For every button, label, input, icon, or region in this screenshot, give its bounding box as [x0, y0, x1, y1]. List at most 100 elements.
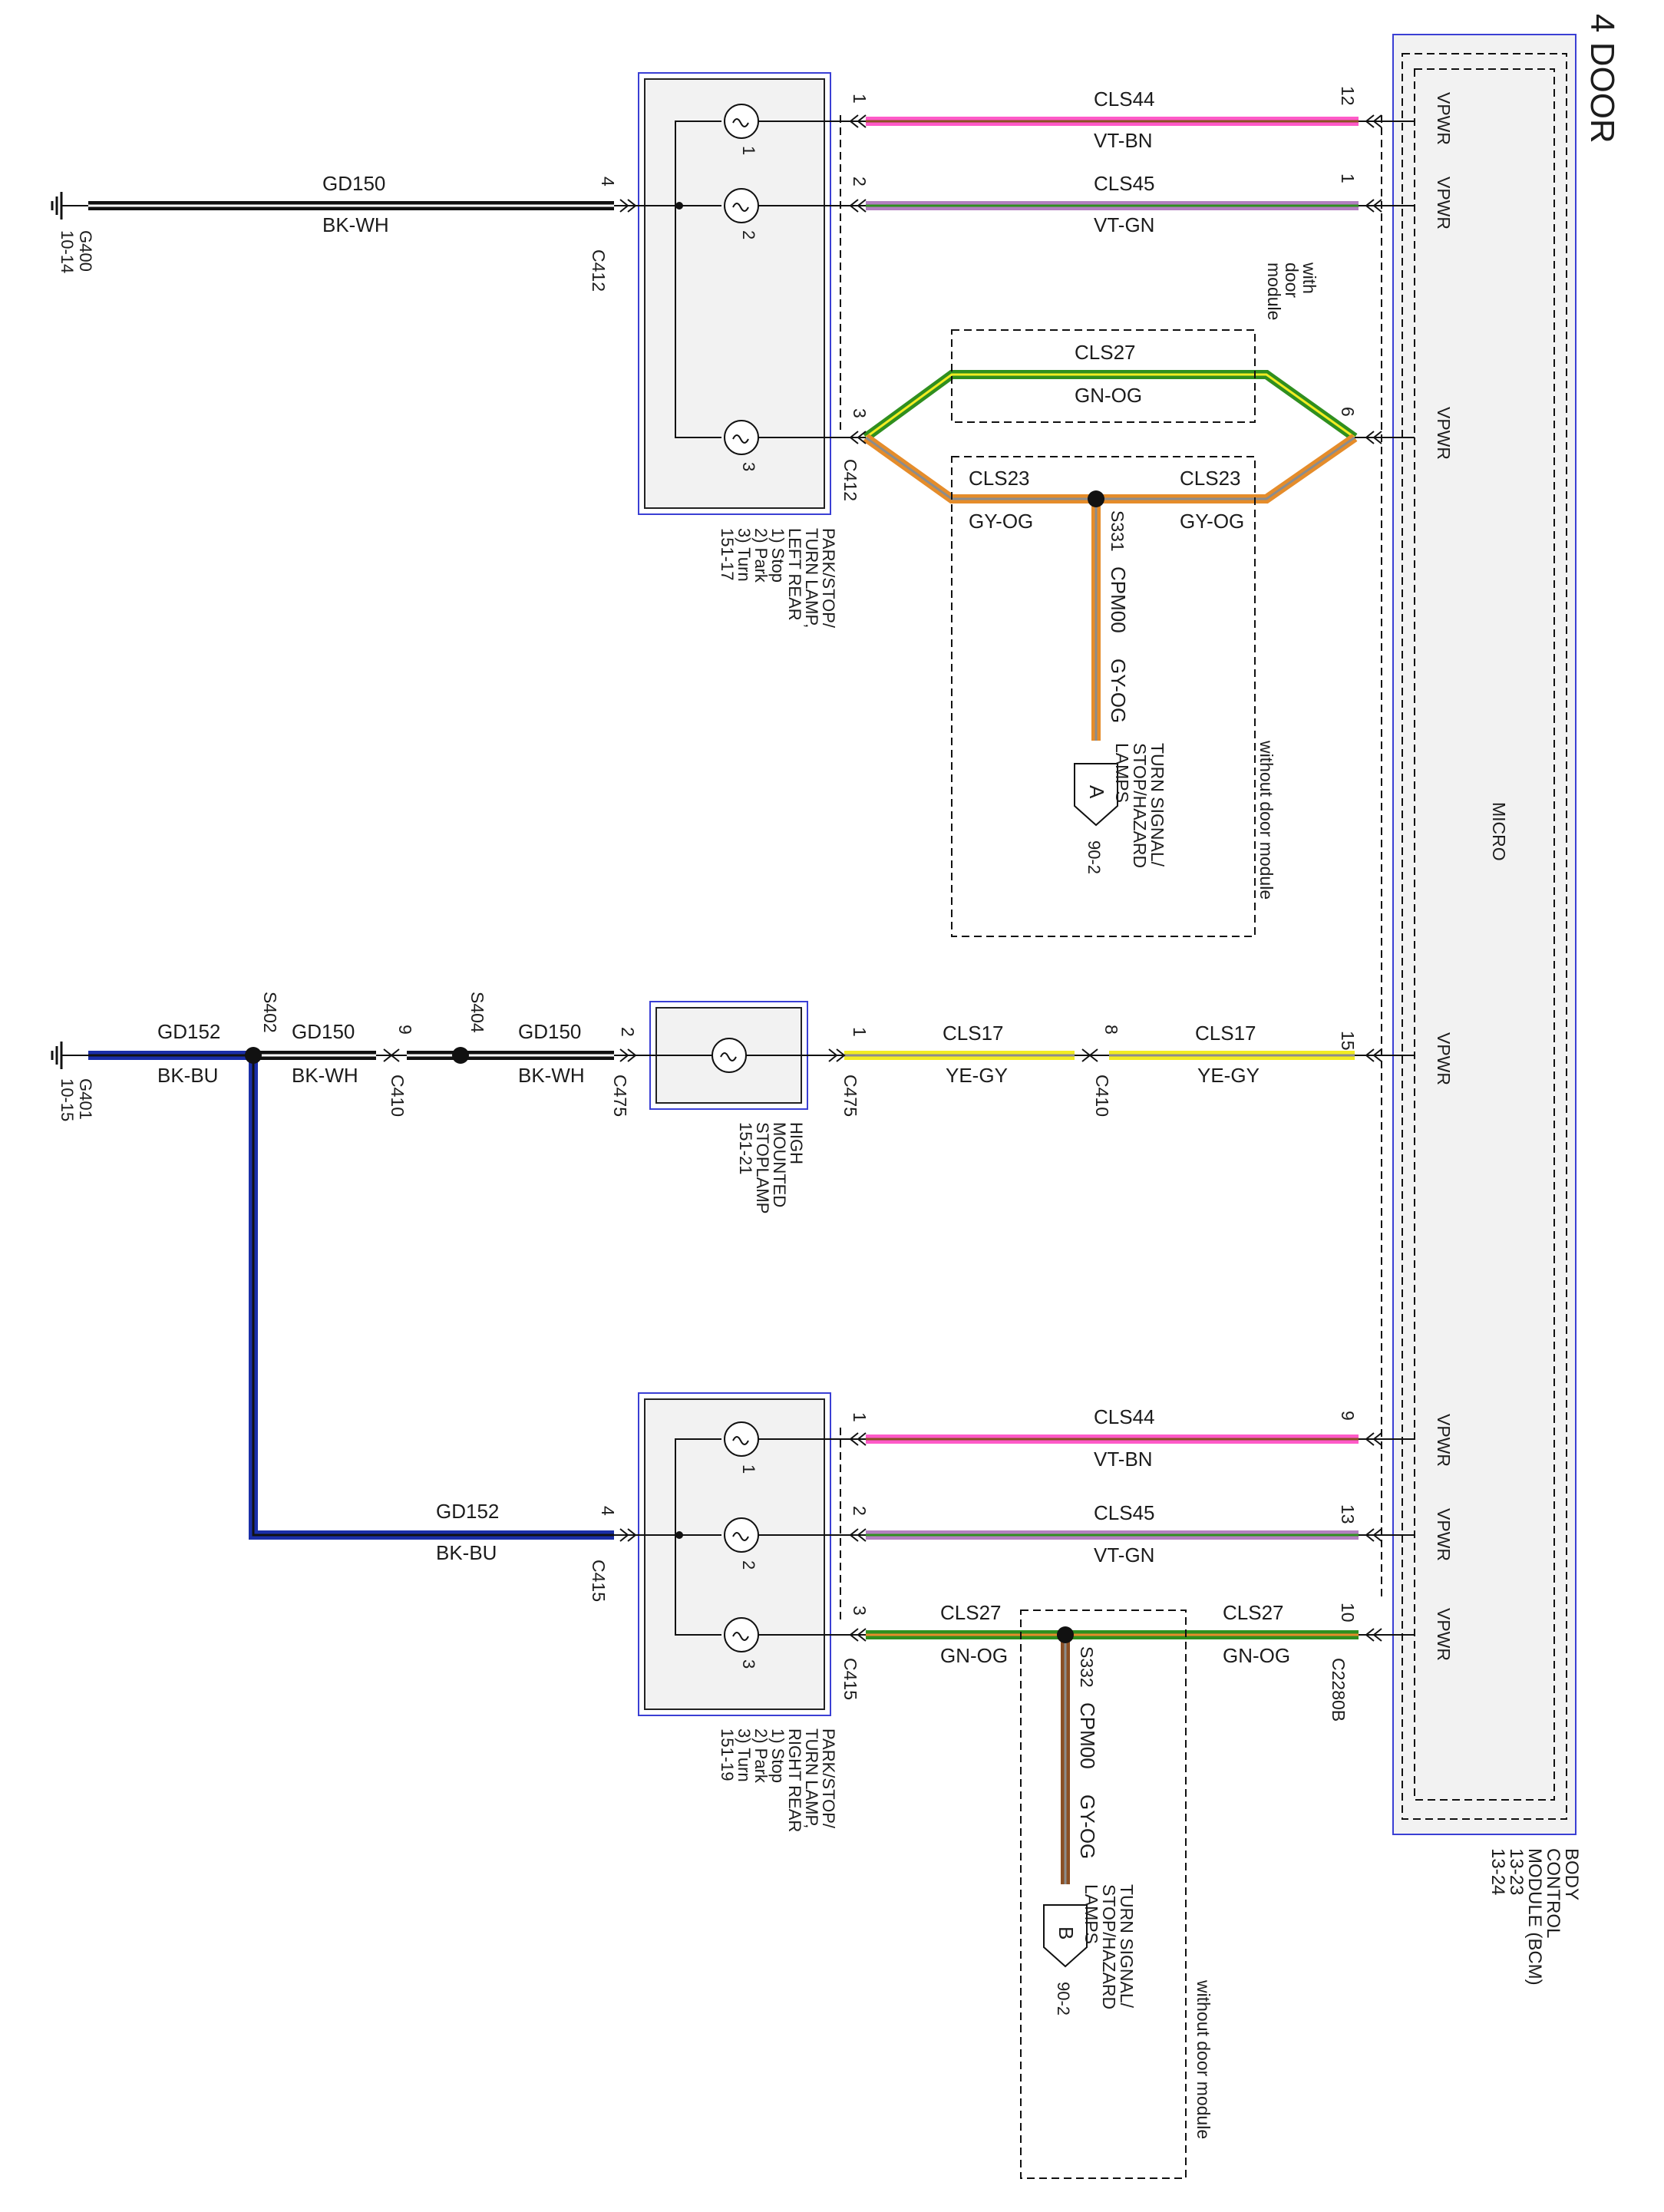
- component-label-line: PARK/STOP/: [819, 528, 838, 629]
- wire-cls27-with-door-module: CLS27 GN-OG: [863, 341, 1358, 441]
- splice-s332: [1057, 1626, 1074, 1643]
- inline-connector-pin: 9: [395, 1025, 415, 1035]
- option-box-without-door-module: [951, 456, 1256, 937]
- component-label-line: TURN LAMP,: [802, 1728, 821, 1828]
- reference-label-line: LAMPS: [1081, 1884, 1101, 1944]
- wire-cls44-left: CLS44 VT-BN: [844, 87, 1415, 152]
- bulb-icon: [724, 1421, 759, 1457]
- bulb-icon: [724, 420, 759, 455]
- bcm-pin-number: 12: [1338, 86, 1358, 106]
- reference-arrow-a: A 90-2 TURN SIGNAL/ STOP/HAZARD LAMPS: [1074, 743, 1167, 874]
- bcm-vpwr-label: VPWR: [1434, 1414, 1454, 1467]
- bcm-pin-number: 1: [1338, 173, 1358, 183]
- high-mounted-stoplamp: HIGH MOUNTED STOPLAMP 151-21 1 2 C475 C4…: [610, 1001, 870, 1213]
- splice-label: S402: [260, 992, 280, 1033]
- wire-color-code: BK-BU: [157, 1064, 218, 1087]
- wire-color-code: GY-OG: [1107, 659, 1130, 723]
- circuit-number: CLS44: [1094, 87, 1155, 111]
- bcm-pin-number: 15: [1338, 1031, 1358, 1051]
- bcm-connector-label: C2280B: [1329, 1658, 1349, 1722]
- bulb-icon: [724, 188, 759, 223]
- ground-reference: 10-14: [58, 230, 77, 273]
- circuit-number: GD152: [157, 1020, 220, 1043]
- bcm-module: MICRO BODY CONTROL MODULE (BCM) 13-23 13…: [1329, 34, 1582, 1986]
- wire-cls45-left: CLS45 VT-GN: [844, 172, 1415, 236]
- connector-pin: 2: [850, 177, 870, 187]
- bcm-name-line-2: CONTROL: [1543, 1848, 1563, 1938]
- reference-page: 90-2: [1054, 1982, 1073, 2016]
- bulb-number: 1: [739, 146, 758, 155]
- bcm-pin-number: 9: [1338, 1411, 1358, 1421]
- bcm-name-line-4: 13-23: [1506, 1848, 1527, 1895]
- circuit-number: CLS17: [1195, 1022, 1256, 1045]
- wire-cls44-right: CLS44 VT-BN: [844, 1405, 1415, 1471]
- bcm-vpwr-label: VPWR: [1434, 1608, 1454, 1661]
- bulb-icon: [724, 104, 759, 139]
- component-label-line: 151-21: [736, 1122, 755, 1175]
- left-rear-lamp: 1 2 3 PARK/STOP/ TURN LAMP, LEFT REAR 1)…: [589, 72, 870, 629]
- ground-name: G400: [76, 230, 95, 272]
- circuit-number: CLS23: [1180, 467, 1241, 490]
- reference-label-line: LAMPS: [1112, 743, 1132, 803]
- left-rear-lamp-label: PARK/STOP/ TURN LAMP, LEFT REAR 1) Stop …: [718, 528, 838, 629]
- connector-arrows: [383, 114, 1382, 1642]
- circuit-number: CLS17: [943, 1022, 1004, 1045]
- splice-label: S332: [1077, 1646, 1097, 1688]
- with-door-module-label: with door module: [1264, 262, 1319, 320]
- component-label-line: 3) Turn: [735, 528, 754, 582]
- component-label-line: RIGHT REAR: [785, 1728, 804, 1832]
- inline-connector-label: C410: [1092, 1075, 1112, 1117]
- wire-gd150-upper: GD150 BK-WH: [88, 172, 675, 236]
- circuit-number: CLS27: [940, 1601, 1002, 1624]
- wire-gd152: GD152 BK-BU GD152 BK-BU: [88, 1020, 675, 1564]
- splice-s331: [1088, 490, 1104, 507]
- wire-cls27-right: CLS27 GN-OG CLS27 GN-OG: [844, 1601, 1415, 1667]
- circuit-number: CPM00: [1076, 1702, 1099, 1769]
- wire-gd150-lower: GD150 BK-WH GD150 BK-WH 9 C410: [253, 1020, 614, 1117]
- reference-label-line: TURN SIGNAL/: [1147, 743, 1167, 867]
- reference-label-line: STOP/HAZARD: [1099, 1884, 1119, 2009]
- component-label-line: 2) Park: [751, 1728, 771, 1784]
- reference-letter: B: [1055, 1926, 1078, 1940]
- wire-cls23-without-door-module: CLS23 GY-OG CLS23 GY-OG: [863, 434, 1358, 533]
- circuit-number: CPM00: [1107, 566, 1130, 633]
- bulb-number: 3: [739, 1659, 758, 1669]
- connector-label: C415: [840, 1658, 860, 1700]
- wire-cpm00-branch-b: S332 CPM00 GY-OG: [1061, 1635, 1099, 1884]
- bulb-number: 2: [739, 1560, 758, 1570]
- connector-pin: 3: [850, 1606, 870, 1616]
- bcm-micro-label: MICRO: [1489, 802, 1509, 861]
- without-door-module-label: without door module: [1256, 740, 1276, 900]
- reference-arrow-b: B 90-2 TURN SIGNAL/ STOP/HAZARD LAMPS: [1043, 1884, 1137, 2016]
- wire-color-code: BK-WH: [322, 213, 389, 236]
- right-rear-lamp: 1 2 3 PARK/STOP/ TURN LAMP, RIGHT REAR 1…: [589, 1392, 870, 1832]
- connector-label: C475: [610, 1075, 630, 1117]
- bcm-pin-number: 10: [1338, 1603, 1358, 1623]
- wire-color-code: YE-GY: [946, 1064, 1008, 1087]
- connector-pin: 3: [850, 408, 870, 418]
- component-label-line: 3) Turn: [735, 1728, 754, 1782]
- ground-name: G401: [76, 1078, 95, 1120]
- bcm-name-line-5: 13-24: [1487, 1848, 1508, 1895]
- bcm-pin-number: 6: [1338, 407, 1358, 417]
- reference-label-line: STOP/HAZARD: [1130, 743, 1150, 868]
- splice-label: S404: [467, 992, 487, 1033]
- circuit-number: CLS45: [1094, 1501, 1155, 1524]
- bulb-icon: [724, 1617, 759, 1652]
- wire-color-code: BK-BU: [436, 1541, 497, 1564]
- bulb-icon: [711, 1038, 747, 1073]
- wire-color-code: GN-OG: [940, 1644, 1008, 1667]
- component-label-line: HIGH: [787, 1122, 806, 1164]
- option-label-line: door: [1282, 262, 1302, 298]
- component-label-line: LEFT REAR: [785, 528, 804, 621]
- high-mounted-stoplamp-label: HIGH MOUNTED STOPLAMP 151-21: [736, 1122, 806, 1213]
- component-label-line: MOUNTED: [770, 1122, 789, 1207]
- wire-color-code: YE-GY: [1197, 1064, 1260, 1087]
- bcm-name-line-3: MODULE (BCM): [1524, 1848, 1545, 1986]
- wire-cls45-right: CLS45 VT-GN: [844, 1501, 1415, 1567]
- option-label-line: module: [1264, 262, 1284, 320]
- splice-s402: [245, 1047, 262, 1064]
- wire-color-code: GN-OG: [1223, 1644, 1290, 1667]
- ground-g400: G400 10-14: [51, 192, 95, 273]
